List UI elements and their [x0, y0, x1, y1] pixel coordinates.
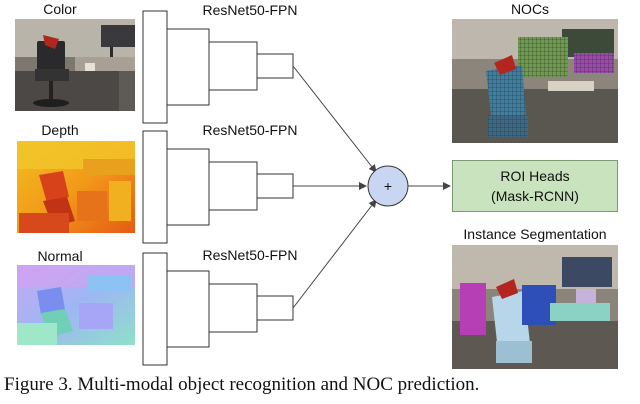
- figure-caption: Figure 3. Multi-modal object recognition…: [4, 374, 480, 395]
- instance-segmentation-label: Instance Segmentation: [463, 226, 607, 242]
- backbone-label-normal: ResNet50-FPN: [202, 247, 298, 263]
- nocs-label: NOCs: [510, 1, 550, 17]
- fpn-stage-2: [166, 148, 210, 226]
- normal-input-image: [17, 265, 135, 345]
- fpn-stage-2: [166, 270, 210, 348]
- fpn-stage-1: [142, 252, 168, 366]
- fusion-symbol: +: [384, 178, 392, 194]
- fpn-stage-4: [256, 173, 294, 199]
- fpn-stage-3: [208, 41, 258, 91]
- fpn-stage-4: [256, 295, 294, 321]
- backbone-label-color: ResNet50-FPN: [202, 2, 298, 18]
- color-label: Color: [43, 1, 77, 17]
- roi-heads-box: ROI Heads (Mask-RCNN): [452, 160, 618, 212]
- fpn-stage-4: [256, 53, 294, 79]
- fpn-stage-3: [208, 161, 258, 211]
- arrow-color-to-fusion: [292, 65, 377, 173]
- depth-input-image: [17, 141, 135, 233]
- instance-segmentation-output-image: [452, 245, 618, 369]
- fpn-stage-1: [142, 130, 168, 244]
- depth-label: Depth: [41, 122, 79, 138]
- backbone-label-depth: ResNet50-FPN: [202, 122, 298, 138]
- roi-heads-title: ROI Heads: [500, 168, 570, 184]
- fusion-node: [367, 165, 409, 207]
- fpn-pyramid-depth: [142, 130, 294, 244]
- nocs-output-image: [452, 19, 618, 143]
- fpn-stage-2: [166, 28, 210, 106]
- fpn-pyramid-color: [142, 10, 294, 124]
- fpn-stage-1: [142, 10, 168, 124]
- roi-heads-subtitle: (Mask-RCNN): [491, 188, 579, 204]
- normal-label: Normal: [37, 248, 83, 264]
- color-input-image: [15, 19, 135, 111]
- fpn-stage-3: [208, 283, 258, 333]
- fpn-pyramid-normal: [142, 252, 294, 366]
